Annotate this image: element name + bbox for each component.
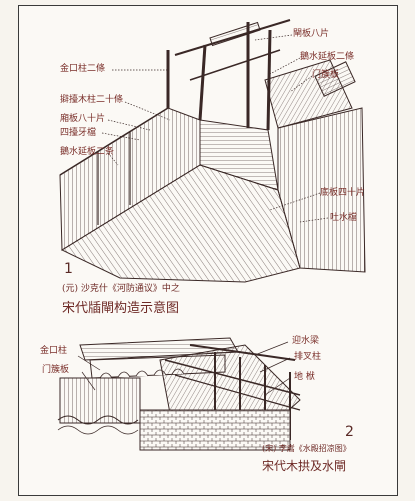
label-ground-beam: 地 栿 [294,372,315,382]
figure-1-title: 宋代牐閘构造示意图 [62,301,180,316]
label-spit-water: 吐水檔 [330,213,358,223]
figure-2-title: 宋代木拱及水閘 [262,459,347,473]
figure-1-number: 1 [64,261,73,277]
figure-2-source: (宋) 李嵩《水殿招凉图》 [262,444,351,453]
label-gate-boards: 閘板八片 [293,29,330,39]
figure-2-number: 2 [345,424,354,440]
label-golden-posts: 金口柱二條 [60,64,106,74]
label-four-teeth: 四擡牙檔 [60,128,97,138]
label-door-plank: 门簇板 [312,70,340,80]
label-golden-post-2: 金口柱 [40,346,68,356]
label-door-plank-2: 门簇板 [42,365,70,375]
label-stand-posts: 擗擡木柱二十條 [60,95,124,105]
pavilion-drawing [57,337,301,451]
label-row-posts: 排叉柱 [294,352,322,362]
label-side-boards: 廂板八十片 [60,114,106,124]
figure-1-source: (元) 沙克什《河防通议》中之 [62,284,180,294]
label-goose-water-boards: 鵝水延板二條 [300,52,355,62]
label-bottom-boards: 底板四十片 [320,188,366,198]
label-water-boards-left: 鵝水延板二条 [60,147,115,157]
sluice-drawing [59,19,366,283]
label-water-beam: 迎水梁 [292,336,320,346]
